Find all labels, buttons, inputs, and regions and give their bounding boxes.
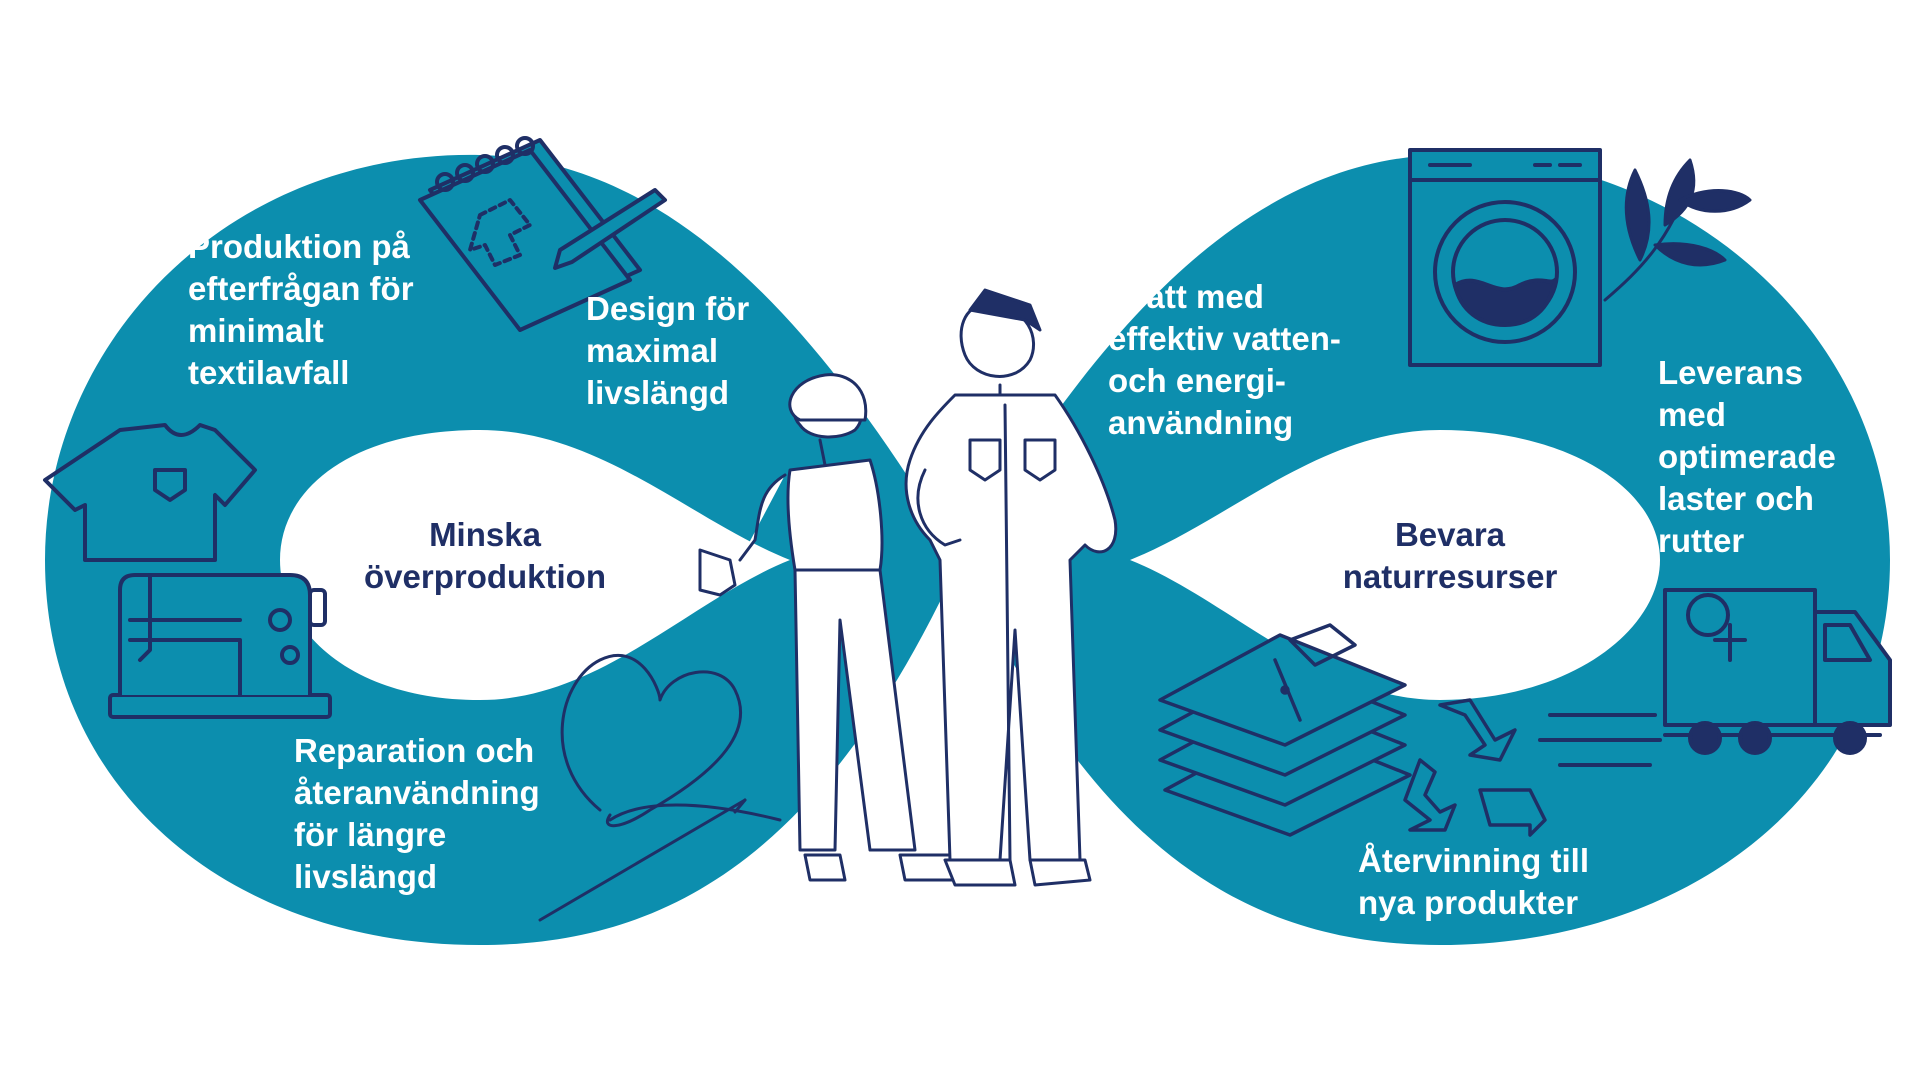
- center-label-left: Minska överproduktion: [363, 516, 606, 595]
- folded-shirts-icon: [1158, 623, 1412, 837]
- notepad-pencil-icon: [418, 136, 667, 332]
- label-design: Design för maximal livslängd: [586, 290, 750, 411]
- sewing-machine-icon: [108, 573, 332, 719]
- tshirt-icon: [43, 423, 257, 562]
- recycle-icon: [1403, 698, 1547, 837]
- delivery-truck-icon: [1538, 588, 1892, 767]
- label-leverans: Leverans med optimerade laster och rutte…: [1658, 354, 1836, 559]
- center-label-right: Bevara naturresurser: [1342, 516, 1558, 595]
- people-illustration: [698, 288, 1118, 887]
- heart-thread-needle-icon: [538, 653, 782, 922]
- label-reparation: Reparation och återanvändning för längre…: [294, 732, 540, 895]
- label-tvatt: Tvätt med effektiv vatten- och energi- a…: [1108, 278, 1341, 441]
- label-produktion: Produktion på efterfrågan för minimalt t…: [188, 228, 414, 391]
- label-atervinning: Återvinning till nya produkter: [1358, 842, 1589, 921]
- washing-machine-icon: [1408, 148, 1602, 367]
- leaf-branch-icon: [1603, 158, 1752, 302]
